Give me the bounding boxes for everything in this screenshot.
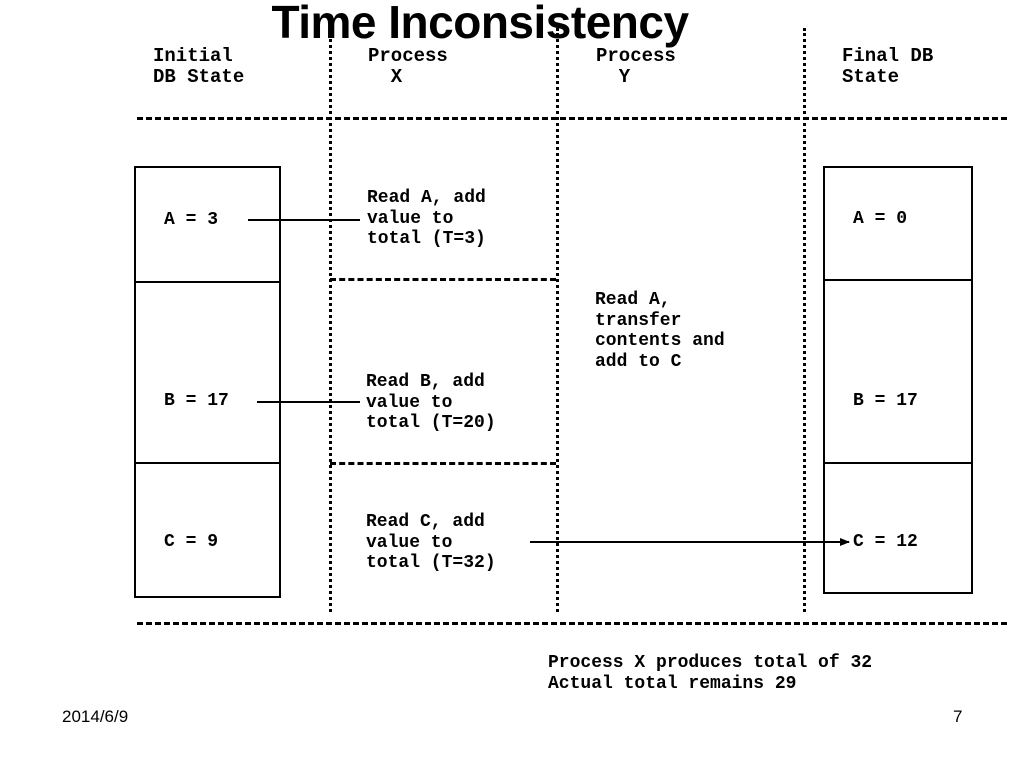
separator-process-y-final bbox=[803, 28, 806, 612]
process-y-step-transfer: Read A, transfer contents and add to C bbox=[595, 290, 725, 372]
header-final-db-state: Final DB State bbox=[842, 45, 934, 88]
separator-process-x-process-y bbox=[556, 28, 559, 612]
initial-db-state-box bbox=[134, 166, 281, 598]
initial-value-b: B = 17 bbox=[164, 391, 229, 411]
header-process-y: Process Y bbox=[596, 45, 676, 88]
initial-box-divider-2 bbox=[134, 462, 281, 464]
separator-initial-process-x bbox=[329, 28, 332, 612]
process-x-divider-1 bbox=[330, 278, 556, 281]
final-value-a: A = 0 bbox=[853, 209, 908, 229]
header-divider-line bbox=[137, 117, 1007, 120]
footer-page-number: 7 bbox=[953, 707, 963, 726]
final-db-state-box bbox=[823, 166, 973, 594]
header-initial-db-state: Initial DB State bbox=[153, 45, 245, 88]
final-value-c: C = 12 bbox=[853, 532, 918, 552]
initial-value-a: A = 3 bbox=[164, 210, 219, 230]
process-x-divider-2 bbox=[330, 462, 556, 465]
final-box-divider-2 bbox=[823, 462, 973, 464]
footer-date: 2014/6/9 bbox=[62, 707, 129, 726]
initial-value-c: C = 9 bbox=[164, 532, 219, 552]
initial-box-divider-1 bbox=[134, 281, 281, 283]
process-x-step-read-a: Read A, add value to total (T=3) bbox=[367, 188, 486, 249]
process-x-step-read-b: Read B, add value to total (T=20) bbox=[366, 372, 496, 433]
slide-title: Time Inconsistency bbox=[271, 0, 689, 48]
header-process-x: Process X bbox=[368, 45, 448, 88]
final-value-b: B = 17 bbox=[853, 391, 918, 411]
bottom-divider-line bbox=[137, 622, 1007, 625]
summary-text: Process X produces total of 32 Actual to… bbox=[548, 653, 873, 694]
process-x-step-read-c: Read C, add value to total (T=32) bbox=[366, 512, 496, 573]
final-box-divider-1 bbox=[823, 279, 973, 281]
